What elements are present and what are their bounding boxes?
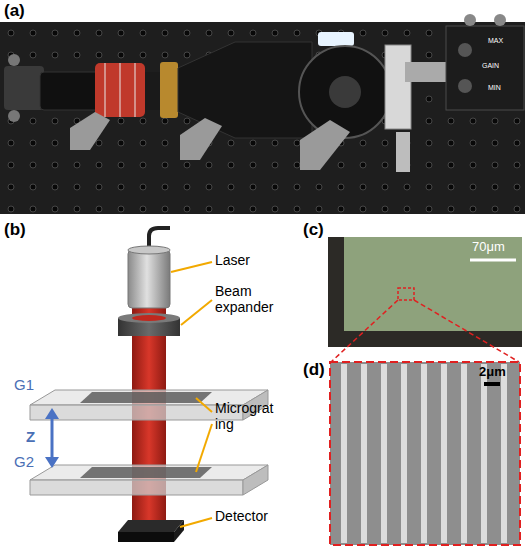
tape-label [318, 32, 354, 46]
micrometer-knob [396, 132, 410, 172]
laser-cap [128, 246, 170, 254]
detector-top [118, 520, 184, 532]
zoom-line [414, 300, 519, 362]
zoom-line [331, 300, 398, 362]
grating-label: G2 [14, 453, 34, 470]
laser-red-ring [95, 63, 145, 117]
axis-label: Z [26, 428, 35, 445]
ring-tick [120, 63, 121, 117]
scale-label: 2μm [479, 365, 506, 380]
grating-line [341, 364, 347, 543]
grating-line [381, 364, 387, 543]
sem-image [330, 362, 520, 545]
detector-unit [446, 26, 524, 110]
z-arrow [51, 416, 54, 460]
zoom-region [398, 288, 414, 300]
laser-body [40, 72, 100, 110]
grating-slab-front [30, 480, 243, 495]
chip-edge [328, 237, 344, 347]
device-marking: MIN [488, 84, 501, 92]
grating-line [501, 364, 507, 543]
part-label: Detector [215, 508, 268, 524]
ring-tick [135, 63, 136, 117]
grating-label: G1 [14, 376, 34, 393]
table-holes [0, 22, 525, 214]
gold-ring [160, 62, 178, 118]
grating-holder [385, 45, 411, 129]
grating-line [361, 364, 367, 543]
arrow-head [45, 457, 59, 468]
microgratting-pattern [80, 467, 212, 478]
scale-bar [470, 259, 516, 262]
arrow-head [45, 408, 59, 419]
grating-line [461, 364, 467, 543]
detector-front [118, 532, 174, 542]
grating-slab-front [30, 405, 243, 420]
leader-line [180, 518, 212, 527]
mount-knob [8, 110, 20, 122]
panel-label: (a) [4, 1, 25, 21]
grating-line [481, 364, 487, 543]
laser-body [128, 250, 170, 308]
chip-edge [328, 331, 522, 347]
detector-side [174, 520, 184, 542]
zoom-frame [330, 362, 520, 545]
detector-knob [458, 79, 472, 93]
left-mount [4, 66, 44, 110]
grating-line [401, 364, 407, 543]
detector-knob [458, 43, 472, 57]
beam-section [132, 315, 166, 321]
leader-line [196, 424, 212, 472]
grating-line [421, 364, 427, 543]
panel-label: (b) [4, 220, 26, 240]
bnc-connector [464, 14, 476, 26]
panel-label: (c) [303, 220, 324, 240]
microgratting-pattern [80, 392, 212, 403]
device-marking: GAIN [482, 62, 499, 70]
grating-slab-side [243, 465, 268, 495]
panel-label: (d) [303, 360, 325, 380]
part-label: Micrograt ing [215, 400, 287, 432]
beam-expander-top [118, 313, 180, 323]
part-label: Laser [215, 252, 250, 268]
bnc-connector [494, 14, 506, 26]
table-clamp [180, 118, 222, 160]
ring-tick [105, 63, 106, 117]
optical-table [0, 22, 525, 214]
table-clamp [300, 120, 350, 170]
micrograph [328, 237, 522, 347]
scale-bar [484, 382, 500, 386]
leader-line [196, 398, 212, 412]
micrometer [405, 62, 447, 82]
part-label: Beam expander [215, 283, 287, 315]
grating-line [441, 364, 447, 543]
device-marking: MAX [488, 37, 503, 45]
rotation-mount [299, 46, 391, 138]
leader-line [181, 300, 212, 325]
scale-label: 70μm [472, 240, 505, 255]
grating-slab-top [30, 465, 268, 480]
leader-line [171, 262, 212, 272]
table-clamp [70, 112, 110, 150]
mount-knob [8, 54, 20, 66]
rotation-mount-center [329, 76, 361, 108]
